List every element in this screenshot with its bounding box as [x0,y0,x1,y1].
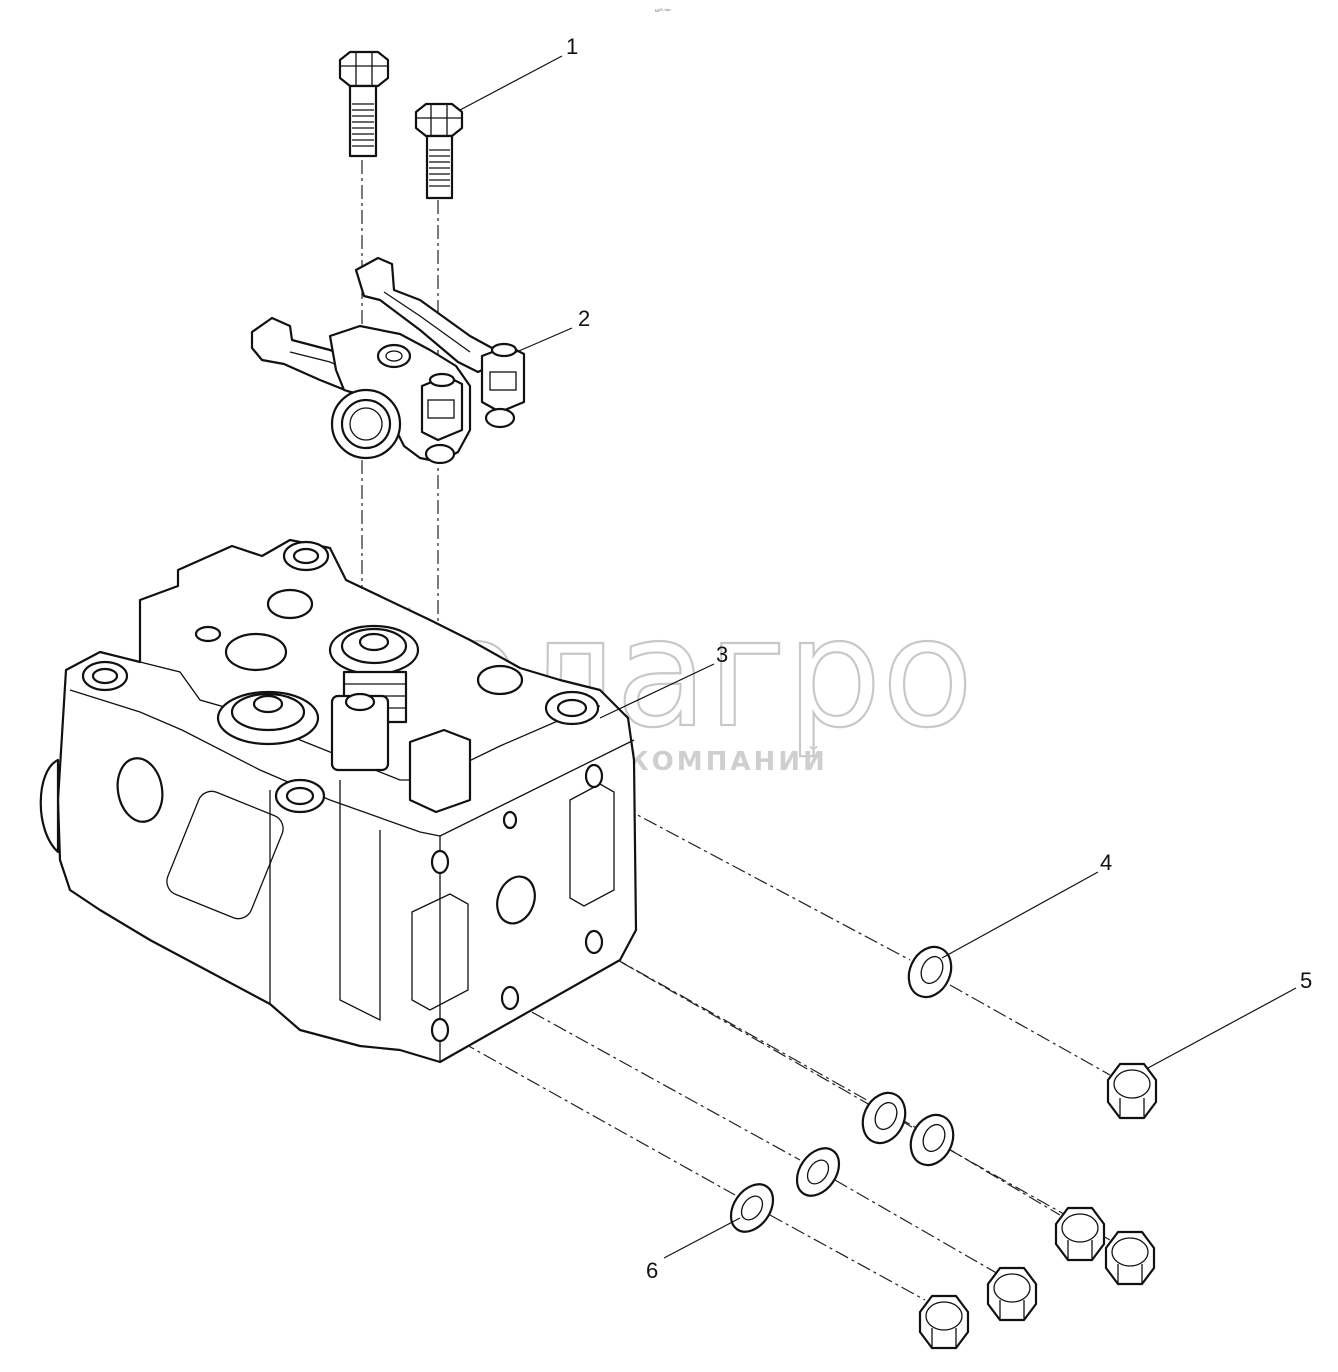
bolt-1-left [338,50,390,158]
nut-5c [1104,1230,1156,1286]
callout-5: 5 [1300,968,1312,993]
callout-1: 1 [566,34,578,59]
washer-thick-4b [861,1091,907,1145]
callout-3: 3 [716,642,728,667]
flat-washer-6 [729,1183,775,1233]
washer-thick-4 [907,945,953,999]
rocker-arm-assembly [250,256,526,465]
bolt-1-right [414,102,464,200]
callout-6: 6 [646,1258,658,1283]
washer-thick-4c [909,1113,955,1167]
nut-5 [1106,1062,1158,1120]
nut-5e [918,1294,970,1350]
callout-leaders [459,55,1297,1259]
callout-4: 4 [1100,850,1112,875]
top-tiny-mark: ш²ᴼ ᵇᵃᴵᵒ [655,8,671,14]
nut-5d [986,1266,1038,1322]
nut-5b [1054,1206,1106,1262]
cylinder-head [39,538,638,1064]
callout-2: 2 [578,306,590,331]
flat-washer-6b [795,1147,841,1197]
